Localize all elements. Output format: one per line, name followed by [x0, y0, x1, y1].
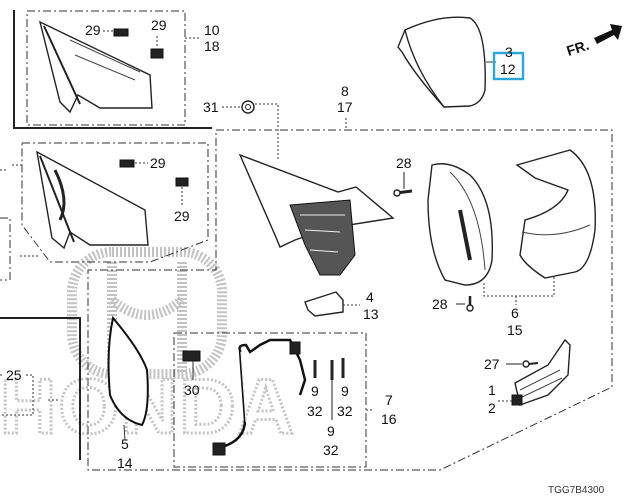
- front-direction-label: FR.: [565, 37, 591, 59]
- group-box-lower-cover: [21, 142, 209, 263]
- callout-8[interactable]: 8: [341, 83, 349, 99]
- callout-28[interactable]: 28: [396, 155, 412, 171]
- callout-labels: 29 29 10 18 3 12 31 8 17 29 29 28 28 6 1…: [6, 17, 523, 471]
- nut-hole: [245, 104, 251, 110]
- screw-icon: [313, 358, 345, 420]
- leader-31-b: [255, 103, 279, 160]
- frame-bottom-left: [0, 317, 81, 460]
- callout-3[interactable]: 3: [505, 44, 513, 60]
- watermark-logo-h: [107, 262, 187, 372]
- callout-13[interactable]: 13: [363, 306, 379, 322]
- callout-31[interactable]: 31: [203, 99, 219, 115]
- mirror-base-cover-upper: [38, 20, 153, 114]
- callout-32[interactable]: 32: [323, 442, 339, 458]
- callout-5[interactable]: 5: [121, 436, 129, 452]
- callout-32[interactable]: 32: [337, 403, 353, 419]
- callout-29[interactable]: 29: [174, 208, 190, 224]
- callout-29[interactable]: 29: [151, 17, 167, 33]
- callout-7[interactable]: 7: [385, 392, 393, 408]
- mirror-actuator-assembly: [238, 153, 395, 276]
- callout-6[interactable]: 6: [511, 305, 519, 321]
- callout-1[interactable]: 1: [488, 382, 496, 398]
- callout-27[interactable]: 27: [484, 356, 500, 372]
- group-box-8-17: [87, 129, 613, 471]
- mirror-housing-inner: [427, 163, 494, 286]
- wire-harness: [212, 338, 307, 456]
- mirror-base-cover-lower: [36, 150, 149, 250]
- leader-6-15: [483, 276, 555, 297]
- frame-top-left: [13, 10, 212, 129]
- screw-icon: [393, 189, 413, 197]
- callout-29[interactable]: 29: [85, 22, 101, 38]
- clip-icon: [113, 28, 164, 59]
- front-direction-arrow-icon: [594, 24, 622, 44]
- screw-icon: [466, 296, 474, 312]
- callout-9[interactable]: 9: [327, 423, 335, 439]
- highlight-box-3-12[interactable]: [492, 51, 525, 81]
- leader-25: [0, 374, 34, 416]
- leader-5-14: [123, 424, 126, 441]
- callout-12[interactable]: 12: [500, 61, 516, 77]
- group-box-10-18: [26, 10, 186, 126]
- callout-17[interactable]: 17: [337, 99, 353, 115]
- connector-icon: [182, 350, 201, 362]
- callout-14[interactable]: 14: [117, 455, 133, 471]
- screw-icon: [522, 360, 539, 368]
- mirror-glass: [107, 315, 149, 427]
- callout-9[interactable]: 9: [311, 383, 319, 399]
- callout-4[interactable]: 4: [366, 289, 374, 305]
- callout-32[interactable]: 32: [307, 403, 323, 419]
- callout-15[interactable]: 15: [507, 322, 523, 338]
- callout-9[interactable]: 9: [341, 383, 349, 399]
- mirror-housing-outer: [515, 149, 596, 279]
- callout-30[interactable]: 30: [184, 382, 200, 398]
- callout-2[interactable]: 2: [488, 400, 496, 416]
- clip-icon: [119, 159, 189, 187]
- group-box-7-16: [173, 332, 367, 468]
- bracket-left: [0, 217, 11, 281]
- callout-29[interactable]: 29: [150, 155, 166, 171]
- mirror-cap-cover: [397, 16, 486, 108]
- callout-18[interactable]: 18: [204, 38, 220, 54]
- callout-28[interactable]: 28: [432, 296, 448, 312]
- nut-icon: [241, 100, 255, 114]
- callout-10[interactable]: 10: [204, 22, 220, 38]
- diagram-code: TGG7B4300: [548, 485, 605, 496]
- callout-16[interactable]: 16: [381, 411, 397, 427]
- bracket-part-4-13: [304, 291, 344, 317]
- callout-25[interactable]: 25: [6, 367, 22, 383]
- side-turn-signal: [511, 338, 571, 406]
